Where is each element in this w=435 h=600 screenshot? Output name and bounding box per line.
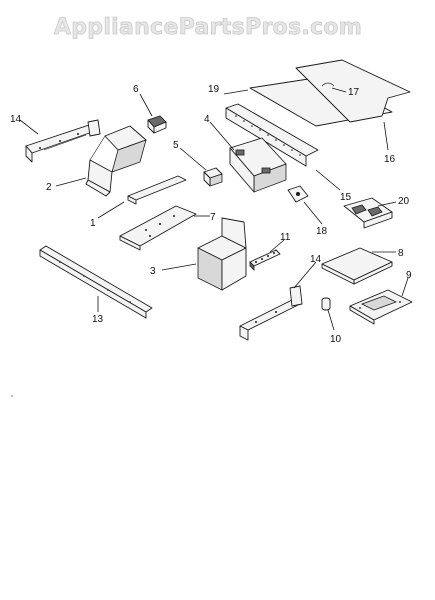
callout-15[interactable]: 15	[340, 192, 352, 203]
part-5-block[interactable]	[203, 167, 223, 187]
part-13-rail[interactable]	[39, 245, 153, 319]
part-1-strip[interactable]	[127, 175, 187, 205]
callout-3[interactable]: 3	[150, 266, 156, 277]
part-7-plate[interactable]	[119, 205, 197, 251]
callout-5[interactable]: 5	[173, 140, 179, 151]
part-4-perforated-bracket[interactable]	[225, 103, 319, 167]
part-10-bushing[interactable]	[321, 297, 331, 311]
part-9-plate-assembly[interactable]	[349, 289, 413, 325]
part-8-tray[interactable]	[321, 247, 393, 285]
callout-4[interactable]: 4	[204, 114, 210, 125]
part-6-connector[interactable]	[147, 115, 167, 134]
part-3-channel[interactable]	[197, 217, 247, 291]
part-14-left-bracket[interactable]	[25, 119, 101, 163]
callout-14-upper[interactable]: 14	[10, 114, 22, 125]
callout-14-lower[interactable]: 14	[310, 254, 322, 265]
callout-7[interactable]: 7	[210, 212, 216, 223]
callout-9[interactable]: 9	[406, 270, 412, 281]
callout-19[interactable]: 18	[316, 226, 328, 237]
callout-11[interactable]: 11	[280, 232, 291, 243]
part-20-clip[interactable]	[343, 197, 393, 229]
callout-20[interactable]: 20	[398, 196, 410, 207]
callout-2[interactable]: 2	[46, 182, 52, 193]
callout-labels: 14 2 6 19 4 5 17 16 15 18 20 1 7 3 11 8 …	[10, 84, 412, 345]
part-4-control-assembly[interactable]	[229, 137, 287, 193]
watermark-logo: AppliancePartsPros.com	[54, 15, 362, 40]
callout-16[interactable]: 16	[384, 154, 396, 165]
callout-6[interactable]: 6	[133, 84, 139, 95]
stray-dot	[11, 395, 13, 397]
part-14-lower-bracket[interactable]	[239, 285, 303, 341]
part-11-terminal-block[interactable]	[249, 249, 281, 271]
callout-18[interactable]: 19	[208, 84, 220, 95]
leader-lines	[19, 87, 409, 331]
part-16-top-shield[interactable]	[295, 59, 411, 123]
callout-10[interactable]: 10	[330, 334, 342, 345]
part-19-mount[interactable]	[287, 185, 309, 203]
callout-1[interactable]: 1	[90, 218, 96, 229]
callout-17[interactable]: 17	[348, 87, 360, 98]
part-2-duct[interactable]	[85, 125, 147, 197]
callout-8[interactable]: 8	[398, 248, 404, 259]
callout-13[interactable]: 13	[92, 314, 104, 325]
